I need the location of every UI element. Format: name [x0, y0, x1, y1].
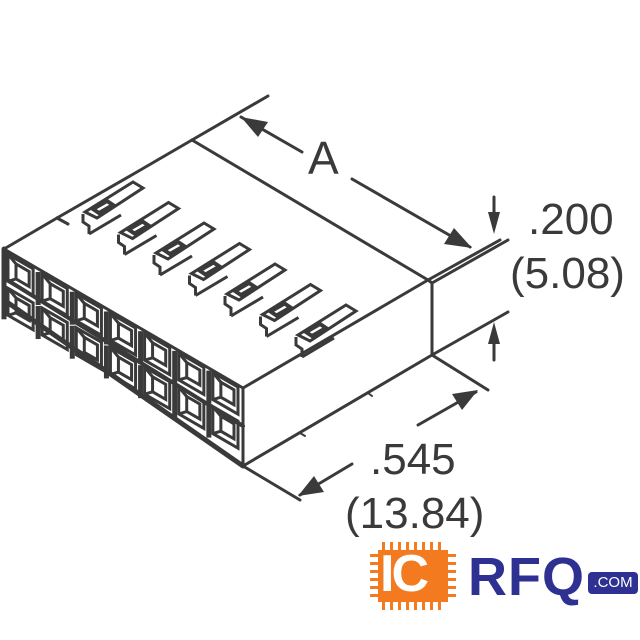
cavity-icon [69, 325, 103, 372]
cavity-icon [103, 310, 138, 358]
contact-cavities [1, 251, 240, 451]
housing-top-face [2, 138, 430, 390]
dim-a-extension-left [190, 94, 270, 142]
latch-icon [81, 180, 146, 236]
dim-width-extension-left [241, 464, 302, 502]
icrfq-watermark-logo: IC RFQ .COM [370, 542, 638, 610]
height-dimension-mm: (5.08) [510, 249, 625, 298]
dim-a-extension-right [426, 238, 502, 282]
latch-icon [294, 303, 359, 359]
dim-width-extension-right [430, 353, 490, 392]
latch-icon [188, 241, 253, 297]
chip-icon [378, 550, 448, 602]
cavity-icon [69, 291, 103, 338]
arrowhead-a-right [444, 228, 472, 248]
logo-com-badge: .COM [588, 572, 638, 594]
dimension-a-label: A [308, 132, 339, 184]
logo-rfq-text: RFQ [468, 547, 585, 607]
latch-icon [152, 221, 217, 277]
cavity-icon [35, 305, 69, 353]
cavity-icon [103, 344, 138, 392]
latch-icon [259, 282, 324, 338]
cavity-icon [1, 251, 35, 299]
cavity-icon [1, 285, 35, 333]
width-dimension-inches: .545 [370, 435, 456, 484]
latch-icon [223, 262, 288, 318]
cavity-icon [172, 384, 206, 431]
arrowhead-height-down [488, 212, 500, 234]
width-dimension-mm: (13.84) [345, 489, 485, 538]
housing-right-face [241, 278, 434, 468]
arrowhead-width-left [298, 476, 324, 496]
cavity-icon [138, 330, 172, 378]
height-dimension-inches: .200 [528, 195, 614, 244]
contact-latches [81, 180, 359, 359]
cavity-icon [172, 350, 206, 397]
cavity-icon [138, 364, 172, 412]
dim-height-extension-top [430, 238, 510, 285]
arrowhead-height-up [488, 322, 500, 344]
cavity-icon [206, 369, 240, 417]
dim-height-extension-bottom [430, 310, 510, 357]
cavity-icon [206, 403, 240, 451]
latch-icon [117, 200, 182, 256]
arrowhead-width-right [452, 390, 478, 410]
logo-ic-text: IC [380, 545, 429, 603]
arrowhead-a-left [241, 117, 268, 137]
cavity-icon [35, 271, 69, 319]
